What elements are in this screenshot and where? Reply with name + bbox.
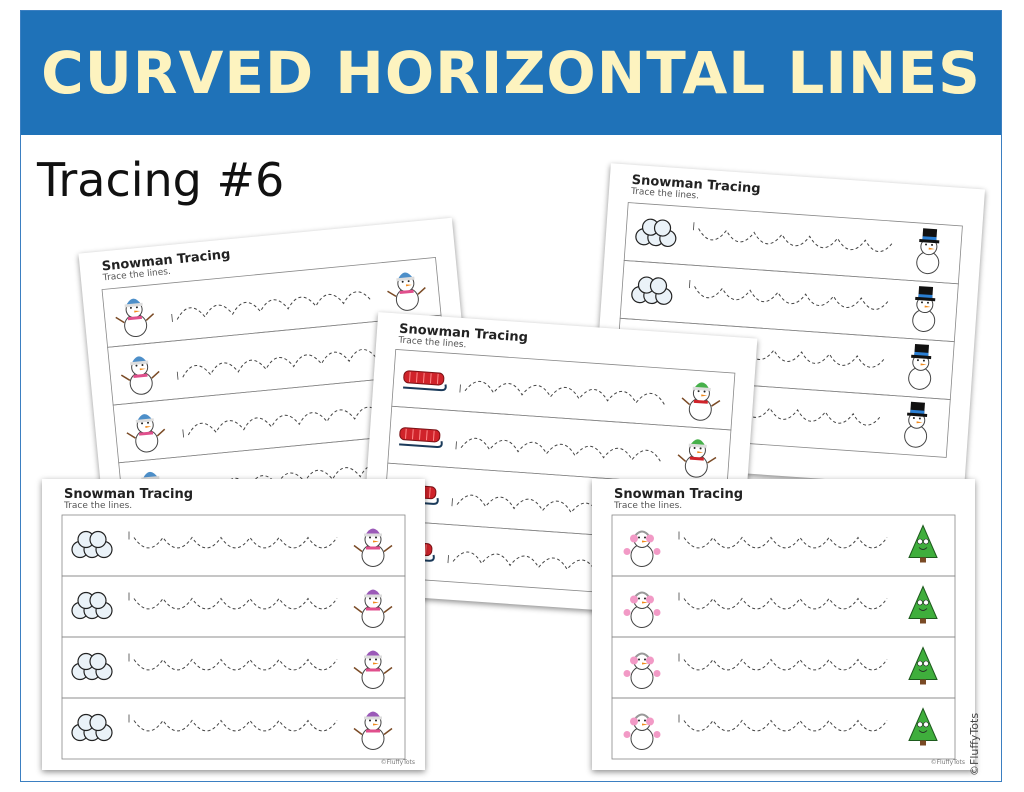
sheet-credit: ©FluffyTots	[930, 759, 965, 766]
dashed-trace-line	[683, 536, 888, 549]
tracing-row	[61, 636, 406, 699]
dashed-trace-line	[133, 536, 338, 549]
christmas-tree-icon	[908, 585, 938, 624]
sheet-title: Snowman Tracing	[614, 487, 744, 502]
dashed-trace-line	[698, 228, 894, 253]
christmas-tree-icon	[908, 646, 938, 685]
dashed-trace-line	[182, 349, 378, 378]
tracing-rows	[61, 514, 406, 760]
dashed-trace-line	[460, 437, 661, 462]
sheet-title: Snowman Tracing	[64, 487, 194, 502]
tracing-row	[611, 636, 956, 699]
snowman-green-hat-icon	[681, 382, 721, 421]
sheet-credit: ©FluffyTots	[380, 759, 415, 766]
snowman-beanie-icon	[126, 414, 166, 453]
christmas-tree-icon	[908, 707, 938, 746]
snowman-purple-hat-icon	[353, 711, 393, 750]
sheet-subtitle: Trace the lines.	[614, 501, 683, 511]
dashed-trace-line	[133, 658, 338, 671]
tracing-row	[623, 202, 963, 285]
worksheet-snowballs: Snowman Tracing Trace the lines. ©Fluffy…	[42, 479, 425, 770]
snowballs-icon	[71, 713, 113, 742]
copyright-credit: ©FluffyTots	[968, 712, 981, 776]
snowman-beanie-icon	[120, 356, 160, 395]
dashed-trace-line	[187, 406, 383, 436]
snowballs-icon	[71, 591, 113, 620]
snowballs-icon	[631, 276, 673, 305]
snowman-green-hat-icon	[677, 439, 717, 478]
tracing-rows	[611, 202, 963, 458]
sheet-subtitle: Trace the lines.	[64, 501, 133, 511]
tracing-row	[61, 514, 406, 577]
tracing-row	[61, 575, 406, 638]
tracing-row	[391, 348, 736, 431]
snowman-earmuffs-icon	[623, 713, 661, 750]
tracing-row	[387, 405, 732, 488]
banner-title: CURVED HORIZONTAL LINES	[41, 39, 981, 107]
dashed-trace-line	[694, 286, 890, 310]
snowballs-icon	[71, 652, 113, 681]
snowman-purple-hat-icon	[353, 528, 393, 567]
tracing-number-label: Tracing #6	[37, 153, 285, 207]
snowman-purple-hat-icon	[353, 650, 393, 689]
snowman-top-hat-icon	[908, 343, 932, 390]
snowballs-icon	[71, 530, 113, 559]
worksheet-earmuffs: Snowman Tracing Trace the lines. ©Fluffy…	[592, 479, 975, 770]
dashed-trace-line	[176, 291, 372, 320]
snowman-beanie-icon	[115, 298, 155, 338]
christmas-tree-icon	[908, 524, 938, 563]
sled-icon	[403, 370, 447, 392]
snowman-top-hat-icon	[912, 286, 936, 332]
tracing-row	[619, 260, 959, 343]
dashed-trace-line	[683, 658, 888, 671]
sled-icon	[399, 427, 443, 449]
snowman-earmuffs-icon	[623, 652, 661, 689]
snowman-melting-icon	[387, 272, 426, 311]
tracing-row	[611, 697, 956, 760]
snowman-top-hat-icon	[904, 401, 928, 448]
snowman-earmuffs-icon	[623, 591, 661, 628]
tracing-row	[61, 697, 406, 760]
dashed-trace-line	[683, 719, 888, 732]
title-banner: CURVED HORIZONTAL LINES	[21, 11, 1001, 135]
tracing-row	[611, 575, 956, 638]
worksheet-snowman-tophat: Snowman Tracing Trace the lines.	[589, 163, 986, 489]
dashed-trace-line	[133, 597, 338, 610]
dashed-trace-line	[133, 719, 338, 732]
tracing-row	[101, 257, 442, 348]
snowman-top-hat-icon	[916, 228, 940, 275]
tracing-rows	[611, 514, 956, 760]
snowballs-icon	[635, 218, 677, 248]
dashed-trace-line	[683, 597, 888, 610]
snowman-earmuffs-icon	[623, 530, 661, 567]
dashed-trace-line	[464, 380, 665, 406]
snowman-purple-hat-icon	[353, 589, 393, 628]
tracing-row	[611, 514, 956, 577]
